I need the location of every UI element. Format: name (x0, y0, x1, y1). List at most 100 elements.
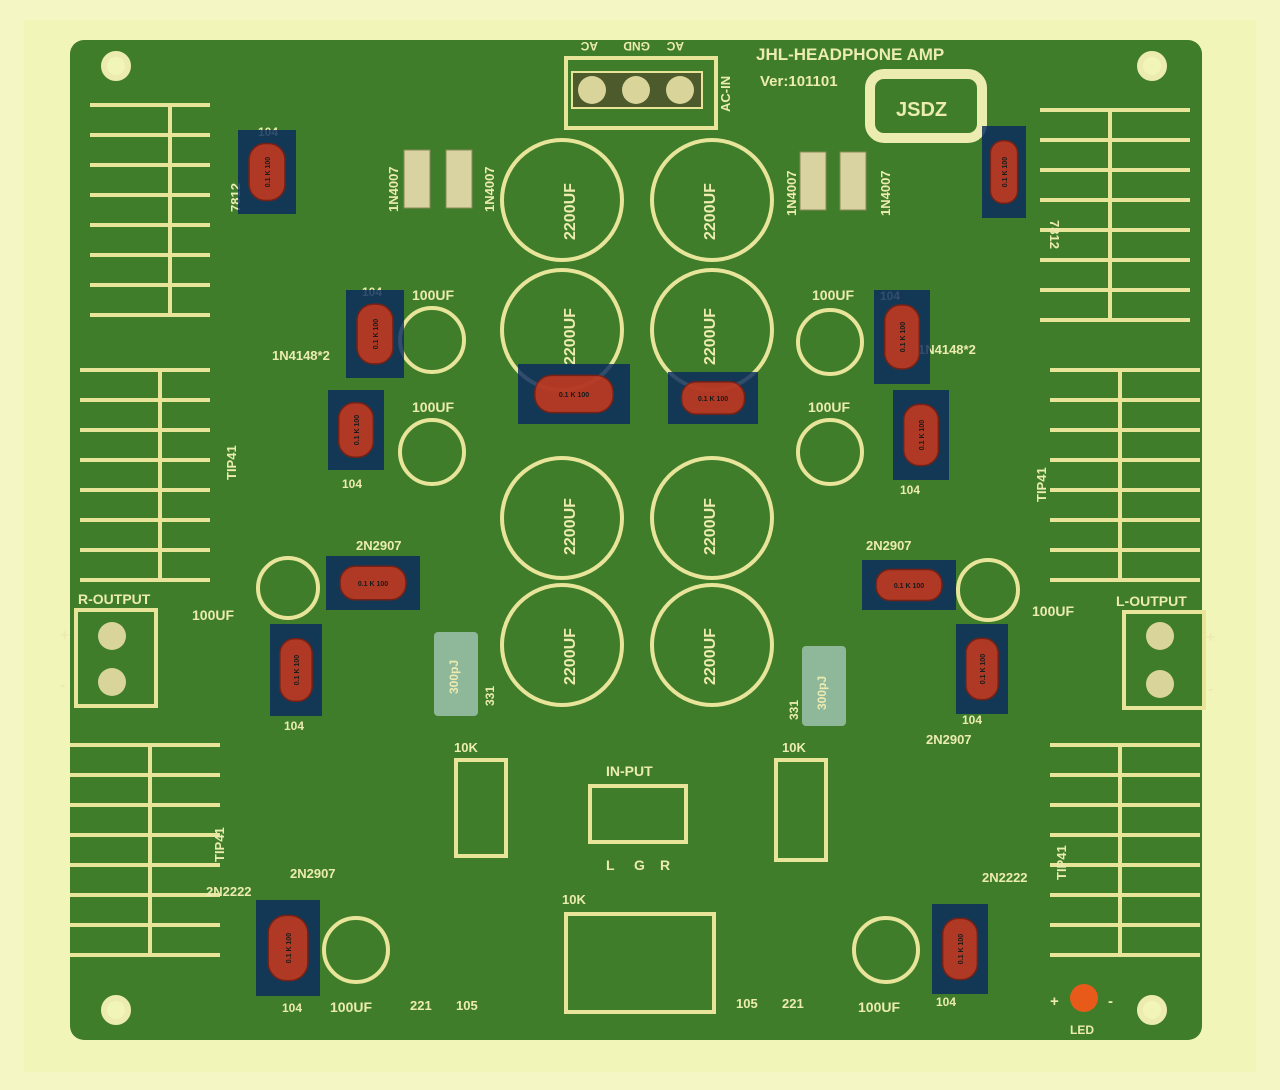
highlight-box: 0.1 K 100 (326, 556, 420, 610)
heatsink-mid-left (80, 368, 210, 582)
svg-text:100UF: 100UF (412, 287, 454, 303)
svg-text:10K: 10K (562, 892, 586, 907)
svg-text:GND: GND (623, 39, 650, 53)
svg-text:1N4007: 1N4007 (784, 170, 799, 216)
ceramic-capacitor (267, 914, 309, 982)
label-104: 104 (282, 1001, 302, 1015)
svg-text:100UF: 100UF (192, 607, 234, 623)
ceramic-capacitor (965, 637, 999, 701)
svg-text:L-OUTPUT: L-OUTPUT (1116, 593, 1187, 609)
svg-text:100UF: 100UF (330, 999, 372, 1015)
svg-text:+: + (60, 627, 69, 644)
capacitor-2200uf: 2200UF (650, 583, 774, 707)
input-connector: IN-PUT L G R (588, 763, 688, 873)
svg-text:10K: 10K (782, 740, 806, 755)
svg-text:R: R (660, 857, 670, 873)
highlight-box: 0.1 K 100 (893, 390, 949, 480)
board-title: JHL-HEADPHONE AMP (756, 45, 944, 64)
heatsink-bottom-left (70, 743, 220, 957)
highlight-box: 0.1 K 100 (932, 904, 988, 994)
ac-terminal: AC GND AC AC-IN (564, 39, 733, 130)
mounting-holes (101, 51, 1167, 1025)
svg-text:-: - (1108, 993, 1113, 1010)
label-7812-right: 7812 (1047, 220, 1062, 249)
capacitor-100uf: 100UF (956, 558, 1074, 622)
label-2n2907-2: 2N2907 (866, 538, 912, 553)
label-2n2907-4: 2N2907 (290, 866, 336, 881)
label-1n4148-right: 1N4148*2 (918, 342, 976, 357)
label-104: 104 (284, 719, 304, 733)
svg-text:2200UF: 2200UF (562, 183, 579, 240)
label-tip41-right-mid: TIP41 (1034, 467, 1049, 502)
screw-icon (98, 622, 126, 650)
capacitor-100uf: 100UF (796, 287, 864, 376)
capacitor-marking: 0.1 K 100 (358, 581, 388, 588)
highlight-box: 0.1 K 100 (328, 390, 384, 470)
svg-text:331: 331 (483, 686, 497, 706)
screw-icon (622, 76, 650, 104)
capacitor-marking: 0.1 K 100 (958, 934, 965, 964)
label-2n2222-left: 2N2222 (206, 884, 252, 899)
led: LED + - (1050, 984, 1113, 1037)
capacitor-marking: 0.1 K 100 (919, 420, 926, 450)
svg-text:1N4007: 1N4007 (386, 166, 401, 212)
ceramic-capacitor (534, 374, 614, 414)
svg-text:100UF: 100UF (808, 399, 850, 415)
svg-text:10K: 10K (454, 740, 478, 755)
highlight-box: 0.1 K 100 (668, 372, 758, 424)
capacitor-2200uf: 2200UF (650, 456, 774, 580)
svg-text:L: L (606, 857, 615, 873)
label-1n4148-left: 1N4148*2 (272, 348, 330, 363)
svg-text:AC-IN: AC-IN (718, 76, 733, 112)
capacitor-marking: 0.1 K 100 (354, 415, 361, 445)
svg-text:-: - (60, 677, 65, 694)
mounting-hole (101, 995, 131, 1025)
ceramic-capacitor (989, 139, 1019, 205)
svg-text:1N4007: 1N4007 (878, 170, 893, 216)
svg-text:300pJ: 300pJ (815, 676, 829, 710)
svg-text:-: - (1208, 681, 1213, 698)
heatsink-top-right (1040, 108, 1190, 322)
capacitor-2200uf: 2200UF (500, 138, 624, 262)
small-electrolytics: 100UF 100UF 100UF 100UF 100UF 100UF 100U… (192, 287, 1074, 1015)
svg-text:R-OUTPUT: R-OUTPUT (78, 591, 151, 607)
svg-text:331: 331 (787, 700, 801, 720)
mounting-hole (101, 51, 131, 81)
heatsink-mid-right (1050, 368, 1200, 582)
svg-text:1N4007: 1N4007 (482, 166, 497, 212)
r-output-terminal: R-OUTPUT + - (60, 591, 158, 708)
svg-text:AC: AC (580, 39, 598, 53)
svg-text:2200UF: 2200UF (702, 308, 719, 365)
capacitor-2200uf: 2200UF (650, 138, 774, 262)
capacitor-marking: 0.1 K 100 (559, 392, 589, 399)
svg-text:100UF: 100UF (812, 287, 854, 303)
board-version: Ver:101101 (760, 73, 838, 90)
heatsink-bottom-right (1050, 743, 1200, 957)
svg-text:LED: LED (1070, 1023, 1094, 1037)
label-2n2907-1: 2N2907 (356, 538, 402, 553)
highlight-box: 0.1 K 100 (874, 290, 930, 384)
capacitor-marking: 0.1 K 100 (894, 583, 924, 590)
label-104: 104 (900, 483, 920, 497)
label-tip41-right-bottom: TIP41 (1054, 845, 1069, 880)
potentiometers: 10K 10K 10K (454, 740, 828, 1014)
capacitor-highlights: 0.1 K 100 0.1 K 100 0.1 K 100 0.1 K 100 0.1 … (238, 126, 1026, 996)
svg-text:2200UF: 2200UF (702, 628, 719, 685)
screw-icon (666, 76, 694, 104)
ceramic-capacitor (680, 381, 746, 415)
label-2n2907-3: 2N2907 (926, 732, 972, 747)
highlight-box: 0.1 K 100 (256, 900, 320, 996)
capacitor-2200uf: 2200UF (500, 583, 624, 707)
logo: JSDZ (865, 69, 987, 143)
capacitor-100uf: 100UF (796, 399, 864, 486)
mounting-hole (1137, 51, 1167, 81)
capacitor-marking: 0.1 K 100 (294, 655, 301, 685)
capacitor-2200uf: 2200UF (500, 456, 624, 580)
ceramic-capacitor (902, 403, 940, 467)
capacitor-100uf: 100UF (852, 916, 920, 1015)
capacitor-marking: 0.1 K 100 (980, 654, 987, 684)
heatsinks (70, 103, 1200, 957)
svg-text:100UF: 100UF (1032, 603, 1074, 619)
capacitor-100uf: 100UF (322, 916, 390, 1015)
l-output-terminal: L-OUTPUT + - (1116, 593, 1215, 710)
